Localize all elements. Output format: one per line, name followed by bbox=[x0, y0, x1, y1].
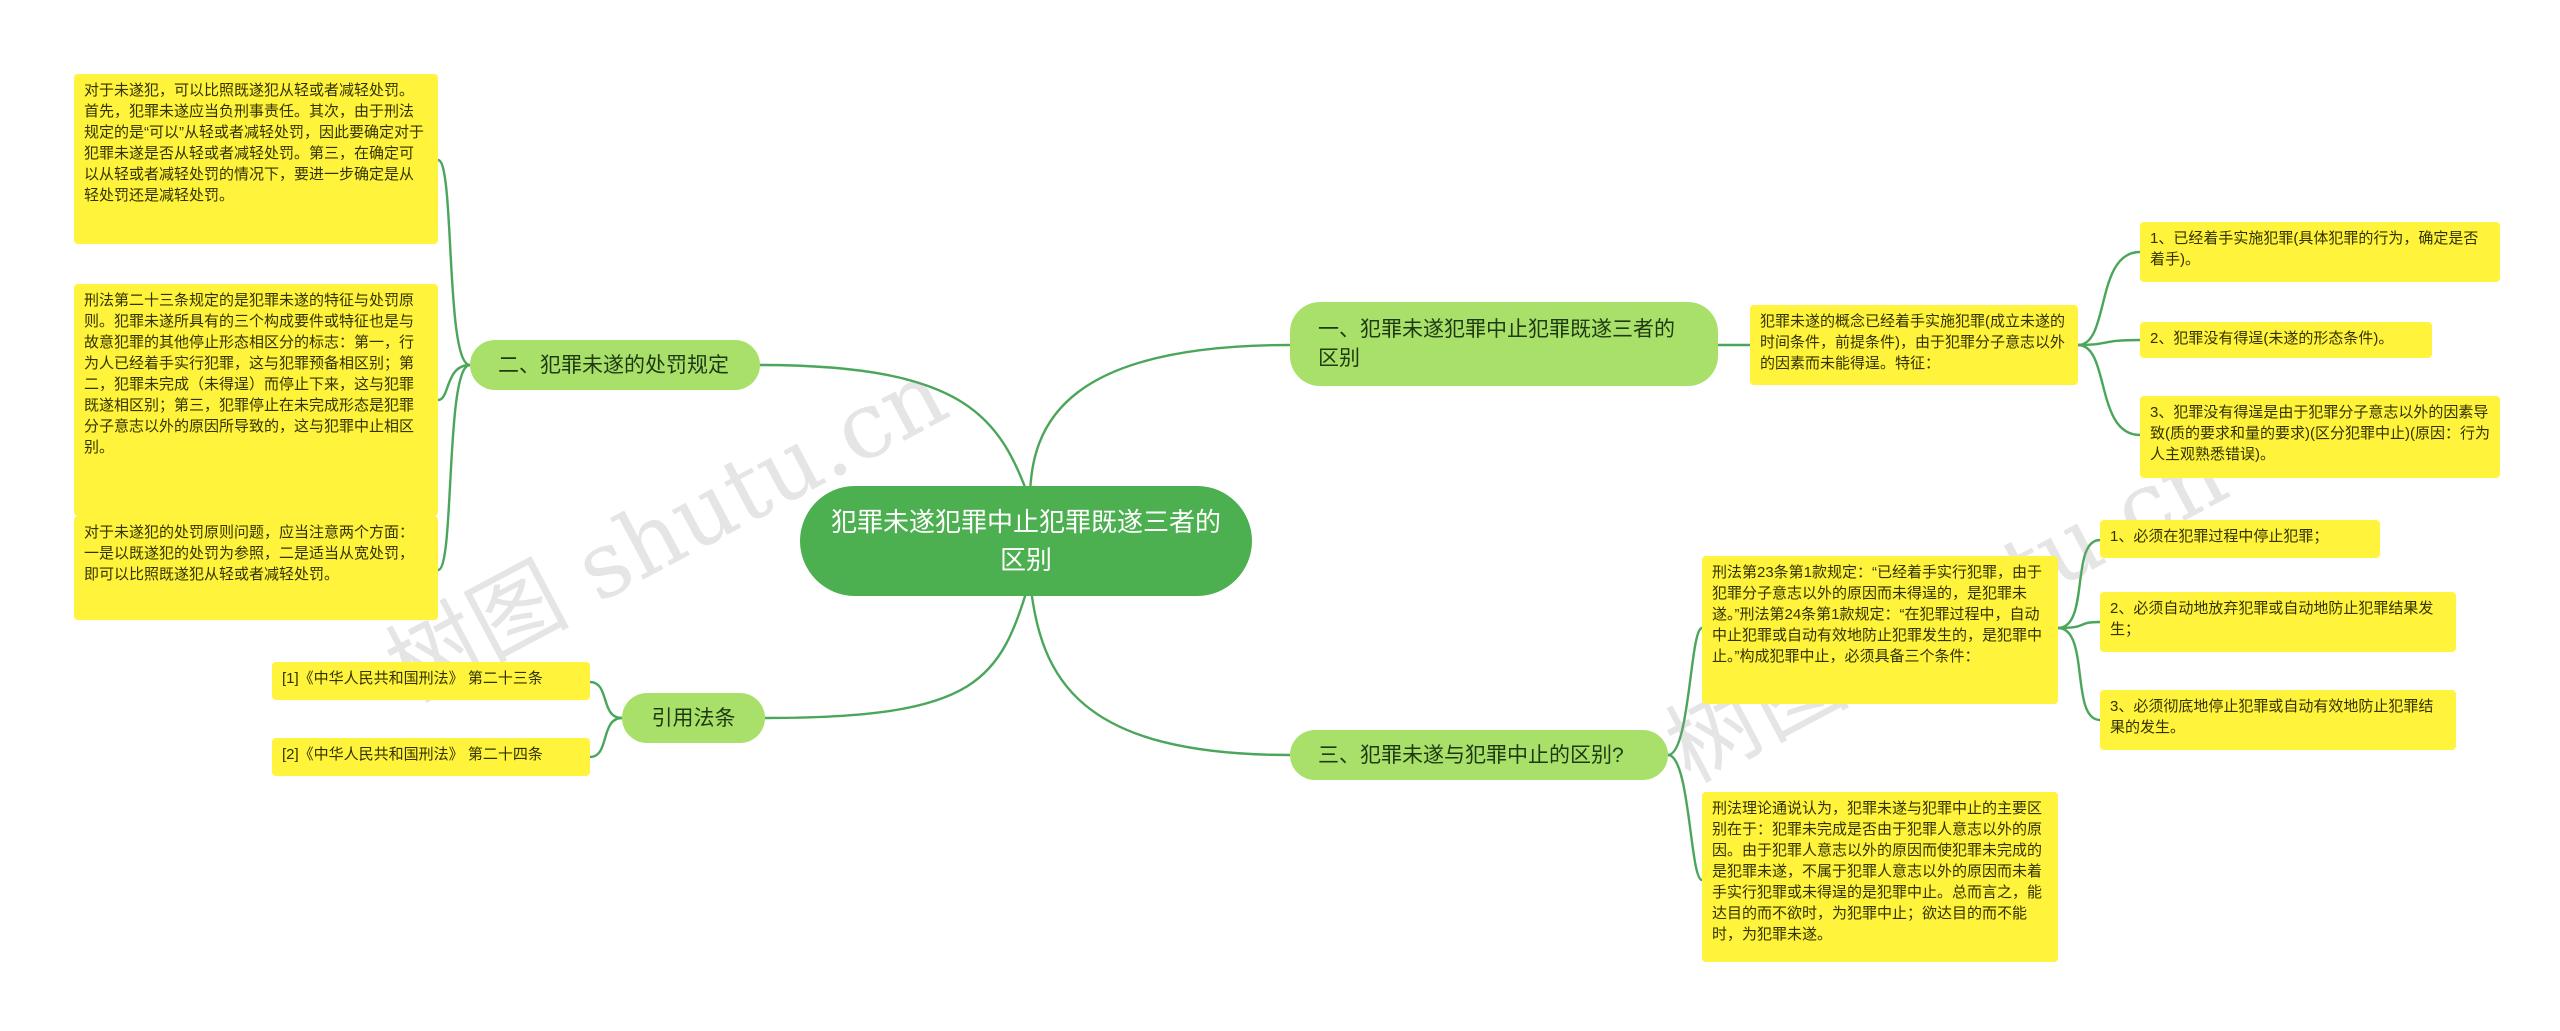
edge-b3-r1 bbox=[2057, 538, 2101, 630]
edge-b4-l2 bbox=[589, 716, 623, 759]
edge-root-b2 bbox=[759, 363, 1032, 501]
edge-root-b4 bbox=[764, 579, 1032, 720]
branch-difference-three[interactable]: 一、犯罪未遂犯罪中止犯罪既遂三者的区别 bbox=[1290, 302, 1718, 386]
leaf-main-difference[interactable]: 刑法理论通说认为，犯罪未遂与犯罪中止的主要区别在于：犯罪未完成是否由于犯罪人意志… bbox=[1702, 792, 2058, 962]
leaf-condition-3[interactable]: 3、必须彻底地停止犯罪或自动有效地防止犯罪结果的发生。 bbox=[2100, 690, 2456, 750]
root-topic[interactable]: 犯罪未遂犯罪中止犯罪既遂三者的区别 bbox=[800, 486, 1252, 596]
leaf-articles-23-24[interactable]: 刑法第23条第1款规定：“已经着手实行犯罪，由于犯罪分子意志以外的原因而未得逞的… bbox=[1702, 556, 2058, 704]
edge-b1-r1 bbox=[2077, 250, 2141, 347]
leaf-law-article-23[interactable]: [1]《中华人民共和国刑法》 第二十三条 bbox=[272, 662, 590, 700]
edge-b2-l1 bbox=[436, 158, 471, 367]
leaf-condition-1[interactable]: 1、必须在犯罪过程中停止犯罪； bbox=[2100, 520, 2380, 558]
edge-root-b1 bbox=[1028, 343, 1291, 501]
branch-cited-laws[interactable]: 引用法条 bbox=[622, 693, 765, 743]
leaf-feature-1[interactable]: 1、已经着手实施犯罪(具体犯罪的行为，确定是否着手)。 bbox=[2140, 222, 2500, 282]
edge-b2-l2 bbox=[437, 363, 471, 402]
edge-b3-r3 bbox=[2057, 626, 2101, 722]
edge-b1-r3 bbox=[2077, 343, 2141, 437]
leaf-feature-2[interactable]: 2、犯罪没有得逞(未遂的形态条件)。 bbox=[2140, 322, 2432, 358]
edge-root-b3 bbox=[1028, 579, 1291, 757]
leaf-law-article-24[interactable]: [2]《中华人民共和国刑法》 第二十四条 bbox=[272, 738, 590, 776]
leaf-condition-2[interactable]: 2、必须自动地放弃犯罪或自动地防止犯罪结果发生； bbox=[2100, 592, 2456, 652]
branch-attempt-vs-suspension[interactable]: 三、犯罪未遂与犯罪中止的区别? bbox=[1290, 730, 1668, 780]
edge-b3-mid2 bbox=[1667, 753, 1704, 882]
edge-b2-l3 bbox=[436, 363, 471, 572]
edge-b4-l1 bbox=[589, 680, 623, 720]
leaf-feature-3[interactable]: 3、犯罪没有得逞是由于犯罪分子意志以外的因素导致(质的要求和量的要求)(区分犯罪… bbox=[2140, 396, 2500, 478]
edge-b3-mid1 bbox=[1667, 626, 1704, 757]
leaf-attempt-definition[interactable]: 犯罪未遂的概念已经着手实施犯罪(成立未遂的时间条件，前提条件)，由于犯罪分子意志… bbox=[1750, 305, 2078, 385]
leaf-punishment-two-aspects[interactable]: 对于未遂犯的处罚原则问题，应当注意两个方面：一是以既遂犯的处罚为参照，二是适当从… bbox=[74, 516, 438, 620]
leaf-punishment-principle[interactable]: 对于未遂犯，可以比照既遂犯从轻或者减轻处罚。首先，犯罪未遂应当负刑事责任。其次，… bbox=[74, 74, 438, 244]
edge-b3-r2 bbox=[2057, 620, 2101, 630]
leaf-article-23[interactable]: 刑法第二十三条规定的是犯罪未遂的特征与处罚原则。犯罪未遂所具有的三个构成要件或特… bbox=[74, 284, 438, 516]
branch-punishment-rules[interactable]: 二、犯罪未遂的处罚规定 bbox=[470, 340, 760, 390]
edge-b1-r2 bbox=[2077, 338, 2141, 347]
